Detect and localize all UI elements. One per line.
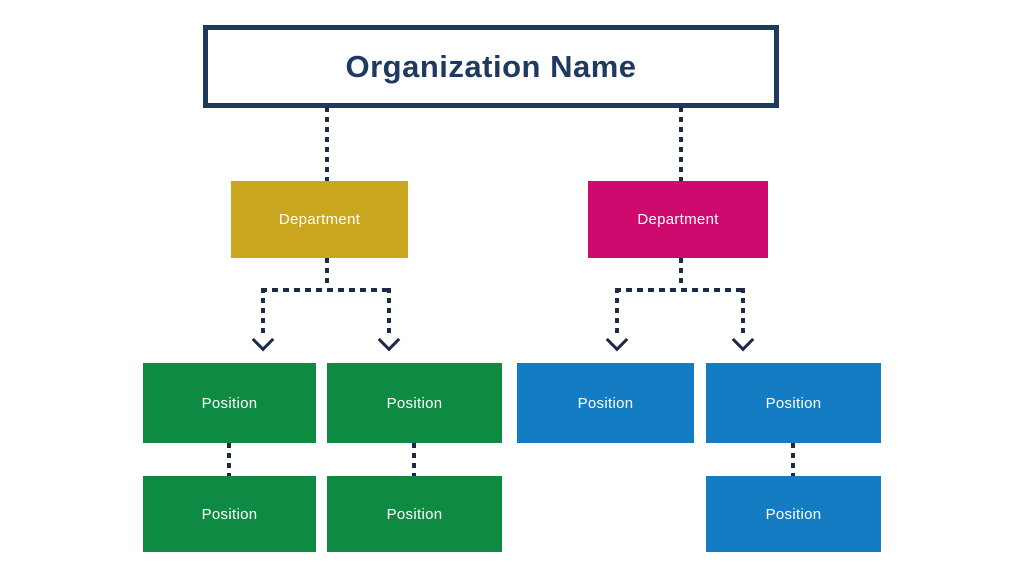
position-label: Position bbox=[765, 505, 822, 523]
arrowhead-down-icon bbox=[377, 328, 401, 352]
org-name-label: Organization Name bbox=[345, 48, 637, 84]
connector-branch-right-vline-1 bbox=[615, 288, 619, 334]
dept-left-label: Department bbox=[278, 211, 361, 228]
connector-dept-right-stub bbox=[679, 258, 683, 288]
position-box-right-2[interactable]: Position bbox=[706, 363, 881, 443]
position-label: Position bbox=[386, 505, 443, 523]
connector-branch-left-hline bbox=[261, 288, 391, 292]
position-box-right-2-sub[interactable]: Position bbox=[706, 476, 881, 552]
position-box-left-2-sub[interactable]: Position bbox=[327, 476, 502, 552]
position-box-left-2[interactable]: Position bbox=[327, 363, 502, 443]
connector-branch-right-hline bbox=[615, 288, 745, 292]
connector-branch-left-vline-1 bbox=[261, 288, 265, 334]
position-box-left-1[interactable]: Position bbox=[143, 363, 316, 443]
connector-root-to-dept-left bbox=[325, 107, 329, 181]
arrowhead-down-icon bbox=[251, 328, 275, 352]
arrowhead-down-icon bbox=[605, 328, 629, 352]
connector-pos-right-2-sub bbox=[791, 443, 795, 476]
position-label: Position bbox=[201, 394, 258, 412]
position-label: Position bbox=[386, 394, 443, 412]
connector-root-to-dept-right bbox=[679, 107, 683, 181]
position-label: Position bbox=[201, 505, 258, 523]
connector-dept-left-stub bbox=[325, 258, 329, 288]
position-box-right-1[interactable]: Position bbox=[517, 363, 694, 443]
org-name-box[interactable]: Organization Name bbox=[203, 25, 779, 108]
position-label: Position bbox=[577, 394, 634, 412]
position-label: Position bbox=[765, 394, 822, 412]
connector-branch-right-vline-2 bbox=[741, 288, 745, 334]
position-box-left-1-sub[interactable]: Position bbox=[143, 476, 316, 552]
connector-branch-left-vline-2 bbox=[387, 288, 391, 334]
arrowhead-down-icon bbox=[731, 328, 755, 352]
connector-pos-left-2-sub bbox=[412, 443, 416, 476]
dept-left-box[interactable]: Department bbox=[231, 181, 408, 258]
dept-right-box[interactable]: Department bbox=[588, 181, 768, 258]
connector-pos-left-1-sub bbox=[227, 443, 231, 476]
dept-right-label: Department bbox=[637, 211, 719, 228]
